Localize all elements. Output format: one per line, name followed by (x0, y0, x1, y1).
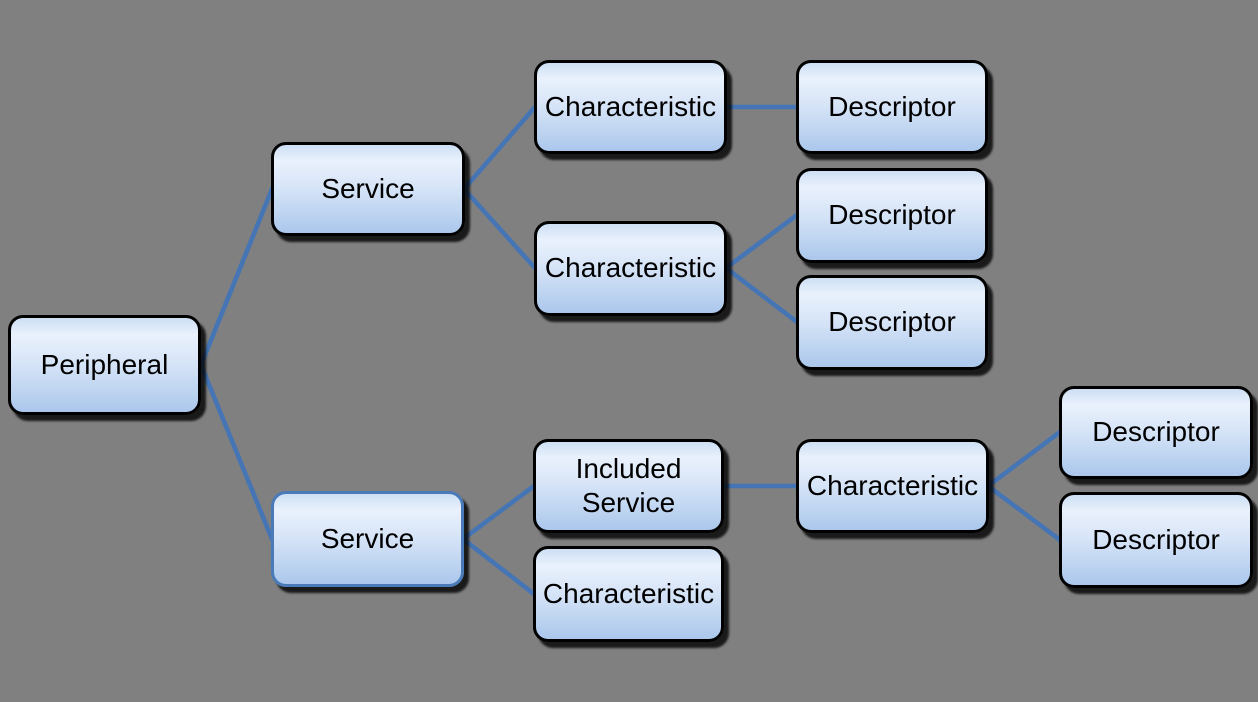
node-service-2: Service (271, 491, 464, 587)
node-label: Characteristic (544, 90, 717, 122)
connector-peripheral-service-1 (198, 186, 275, 368)
node-label: Service (320, 522, 415, 554)
connector-service-1-characteristic-1b (461, 186, 538, 271)
node-descriptor-1b-1: Descriptor (796, 168, 988, 263)
node-service-1: Service (271, 142, 465, 236)
node-descriptor-1b-2: Descriptor (796, 275, 988, 370)
node-characteristic-2a: Characteristic (796, 439, 989, 533)
connector-service-2-included-service (460, 483, 537, 542)
node-label: Descriptor (828, 199, 956, 231)
node-label: Descriptor (1092, 523, 1220, 555)
connector-service-1-characteristic-1a (461, 104, 538, 192)
node-label: Service (321, 172, 415, 204)
connector-peripheral-service-2 (198, 362, 275, 542)
node-descriptor-1a-1: Descriptor (796, 60, 988, 154)
node-label: Characteristic (806, 469, 979, 501)
node-label: Characteristic (544, 252, 717, 284)
node-descriptor-2a-1: Descriptor (1059, 386, 1253, 479)
node-characteristic-2b: Characteristic (533, 546, 724, 642)
node-label: Included Service (575, 452, 682, 518)
node-label: Peripheral (40, 348, 169, 380)
node-peripheral: Peripheral (8, 315, 201, 415)
node-label: Characteristic (542, 577, 715, 609)
node-label: Descriptor (1092, 416, 1220, 448)
node-label: Descriptor (828, 90, 956, 122)
node-characteristic-1b: Characteristic (534, 221, 727, 316)
node-descriptor-2a-2: Descriptor (1059, 492, 1253, 588)
node-characteristic-1a: Characteristic (534, 60, 727, 154)
node-label: Descriptor (828, 306, 956, 338)
connector-characteristic-2a-descriptor-2a-1 (985, 429, 1063, 489)
connector-characteristic-1b-descriptor-1b-1 (723, 212, 800, 271)
connector-characteristic-2a-descriptor-2a-2 (985, 483, 1063, 543)
node-included-service: Included Service (533, 439, 724, 533)
connector-characteristic-1b-descriptor-1b-2 (723, 265, 800, 325)
connector-service-2-characteristic-2b (460, 536, 537, 597)
